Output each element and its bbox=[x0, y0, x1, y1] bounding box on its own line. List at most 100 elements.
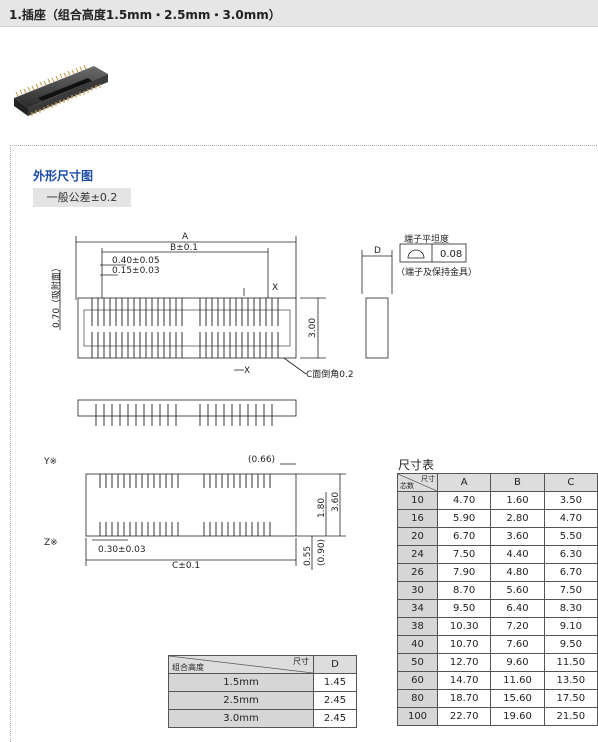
dims-pin-count: 34 bbox=[397, 599, 438, 618]
dims-pin-count: 30 bbox=[397, 581, 438, 600]
dims-corner-top: 尺寸 bbox=[421, 475, 435, 483]
drawing-frame bbox=[10, 145, 598, 742]
tolerance-label: 一般公差±0.2 bbox=[33, 188, 131, 207]
dims-cell: 10.70 bbox=[436, 635, 492, 654]
header-title: 1.插座（组合高度1.5mm・2.5mm・3.0mm） bbox=[9, 8, 281, 22]
connector-photo bbox=[14, 64, 108, 116]
header-bar: 1.插座（组合高度1.5mm・2.5mm・3.0mm） bbox=[0, 0, 598, 27]
dims-pin-count: 40 bbox=[397, 635, 438, 654]
dims-cell: 7.60 bbox=[490, 635, 545, 654]
dims-cell: 7.50 bbox=[436, 545, 492, 564]
dims-cell: 14.70 bbox=[436, 671, 492, 690]
dims-cell: 4.40 bbox=[490, 545, 545, 564]
d-corner-top: 尺寸 bbox=[293, 657, 309, 666]
label-090: (0.90) bbox=[317, 539, 327, 566]
dims-cell: 11.50 bbox=[543, 653, 598, 672]
label-360: 3.60 bbox=[331, 492, 341, 512]
label-height-300: 3.00 bbox=[308, 318, 318, 338]
label-flatness-title: 端子平坦度 bbox=[404, 233, 449, 245]
dims-cell: 7.50 bbox=[543, 581, 598, 600]
dims-cell: 11.60 bbox=[490, 671, 545, 690]
dims-pin-count: 10 bbox=[397, 491, 438, 510]
dims-cell: 8.70 bbox=[436, 581, 492, 600]
label-066: (0.66) bbox=[248, 455, 275, 465]
d-height: 1.5mm bbox=[168, 673, 314, 692]
dims-cell: 6.70 bbox=[436, 527, 492, 546]
dims-cell: 19.60 bbox=[490, 707, 545, 726]
dims-cell: 18.70 bbox=[436, 689, 492, 708]
label-b: B±0.1 bbox=[170, 243, 198, 253]
dims-corner: 尺寸 芯数 bbox=[397, 473, 438, 492]
dims-pin-count: 60 bbox=[397, 671, 438, 690]
dims-header-b: B bbox=[490, 473, 545, 492]
dims-header-a: A bbox=[436, 473, 492, 492]
label-flatness-note: （端子及保持金具） bbox=[396, 266, 477, 278]
d-header: D bbox=[313, 655, 357, 674]
dims-cell: 22.70 bbox=[436, 707, 492, 726]
label-d: D bbox=[374, 246, 381, 256]
dims-cell: 9.50 bbox=[436, 599, 492, 618]
side-view-body bbox=[365, 297, 389, 359]
dims-pin-count: 16 bbox=[397, 509, 438, 528]
label-180: 1.80 bbox=[317, 498, 327, 518]
label-chamfer: C面倒角0.2 bbox=[306, 368, 354, 380]
bottom-view-body bbox=[85, 473, 297, 537]
dims-pin-count: 26 bbox=[397, 563, 438, 582]
flatness-icon bbox=[407, 249, 425, 259]
label-height-side: 0.70（吸附面） bbox=[50, 263, 62, 328]
dims-pin-count: 80 bbox=[397, 689, 438, 708]
front-terminals bbox=[95, 404, 273, 426]
dims-cell: 6.30 bbox=[543, 545, 598, 564]
dims-cell: 4.80 bbox=[490, 563, 545, 582]
section-title: 外形尺寸图 bbox=[33, 169, 94, 183]
dims-cell: 3.60 bbox=[490, 527, 545, 546]
d-value: 2.45 bbox=[313, 691, 357, 710]
dims-cell: 5.50 bbox=[543, 527, 598, 546]
dims-pin-count: 38 bbox=[397, 617, 438, 636]
label-x-top: X bbox=[272, 283, 278, 293]
label-c: C±0.1 bbox=[172, 561, 200, 571]
d-height: 3.0mm bbox=[168, 709, 314, 728]
d-corner: 尺寸 组合高度 bbox=[168, 655, 314, 674]
dims-cell: 2.80 bbox=[490, 509, 545, 528]
label-pitch: 0.40±0.05 bbox=[112, 256, 160, 266]
bottom-terminals bbox=[91, 332, 279, 358]
dims-pin-count: 24 bbox=[397, 545, 438, 564]
dims-header-c: C bbox=[543, 473, 598, 492]
dims-table-title: 尺寸表 bbox=[398, 458, 435, 472]
dims-cell: 1.60 bbox=[490, 491, 545, 510]
dims-cell: 15.60 bbox=[490, 689, 545, 708]
dims-cell: 8.30 bbox=[543, 599, 598, 618]
d-value: 2.45 bbox=[313, 709, 357, 728]
dims-pin-count: 50 bbox=[397, 653, 438, 672]
dims-cell: 3.50 bbox=[543, 491, 598, 510]
dims-cell: 21.50 bbox=[543, 707, 598, 726]
dims-cell: 9.10 bbox=[543, 617, 598, 636]
label-flatness-value: 0.08 bbox=[440, 249, 462, 260]
label-y-mark: Y※ bbox=[43, 457, 57, 467]
dims-cell: 7.90 bbox=[436, 563, 492, 582]
top-view-body bbox=[77, 297, 297, 359]
d-corner-bottom: 组合高度 bbox=[172, 663, 204, 672]
dims-cell: 4.70 bbox=[436, 491, 492, 510]
dims-cell: 5.90 bbox=[436, 509, 492, 528]
label-a: A bbox=[182, 232, 189, 242]
label-055: 0.55 bbox=[303, 546, 313, 566]
label-z-mark: Z※ bbox=[44, 538, 58, 548]
bottom-view-terminals bbox=[99, 474, 271, 536]
dims-cell: 5.60 bbox=[490, 581, 545, 600]
top-terminals bbox=[91, 298, 279, 326]
